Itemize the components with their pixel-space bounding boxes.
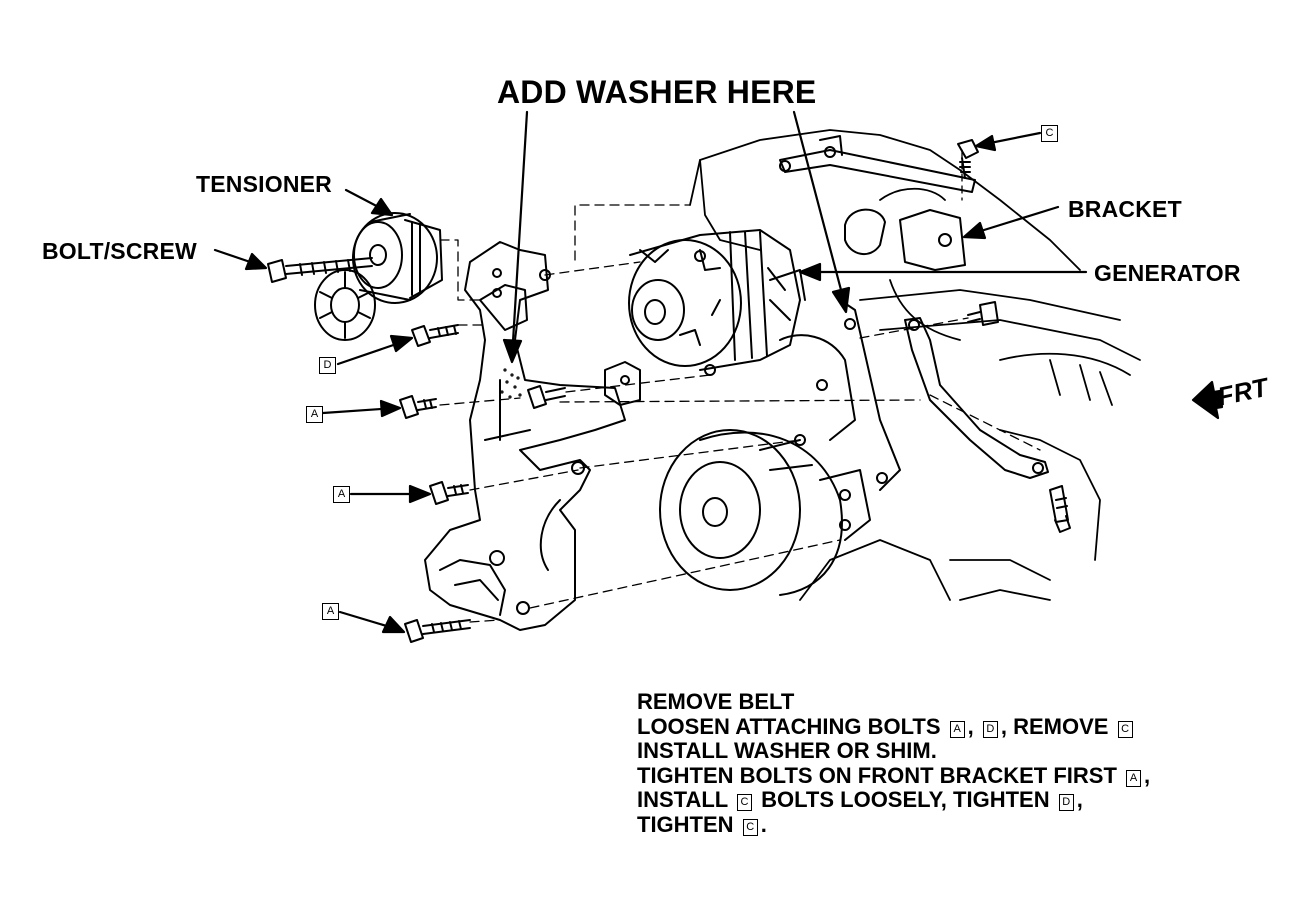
leader-arrows [213, 110, 1224, 634]
instruction-steps: REMOVE BELT LOOSEN ATTACHING BOLTS A, D,… [637, 689, 1151, 838]
adjuster-rod [904, 301, 1071, 533]
instruction-line-2: LOOSEN ATTACHING BOLTS A, D, REMOVE C [637, 713, 1150, 740]
bolt-key-a-inline: A [949, 720, 965, 738]
bolt-key-a-middle: A [333, 486, 350, 503]
front-mounting-bracket [424, 241, 641, 631]
bolt-a-middle [429, 481, 469, 505]
bolt-key-d: D [319, 357, 336, 374]
instruction-text: BOLTS LOOSELY, TIGHTEN [761, 787, 1050, 812]
bolt-key-a-lower: A [322, 603, 339, 620]
instruction-line-6: TIGHTEN C. [637, 811, 1150, 838]
instruction-text: LOOSEN ATTACHING BOLTS [637, 713, 941, 739]
add-washer-callout: ADD WASHER HERE [497, 74, 817, 110]
instruction-text: REMOVE BELT [637, 689, 795, 714]
instruction-text: , [1076, 787, 1083, 812]
bolt-d [411, 324, 459, 347]
instruction-text: TIGHTEN BOLTS ON FRONT BRACKET FIRST [637, 762, 1117, 788]
bolt-bracket [527, 385, 566, 409]
bolt-screw-label: BOLT/SCREW [42, 238, 197, 264]
bolt-key-c-inline: C [742, 818, 758, 836]
bracket-label: BRACKET [1068, 196, 1182, 222]
instruction-text: , [1144, 762, 1151, 788]
bracket-block [844, 208, 966, 271]
instruction-line-5: INSTALL C BOLTS LOOSELY, TIGHTEN D, [637, 787, 1150, 813]
bolt-key-a-inline: A [1126, 769, 1142, 787]
bolt-key-c: C [1041, 125, 1058, 142]
instruction-text: , [967, 713, 974, 739]
instruction-text: INSTALL WASHER OR SHIM. [637, 738, 937, 763]
instruction-text: INSTALL [637, 787, 728, 812]
bolt-key-d-inline: D [1058, 794, 1074, 811]
engine-block [689, 129, 1141, 601]
instruction-text: TIGHTEN [637, 811, 734, 837]
crank-pulley [659, 299, 901, 596]
instruction-line-3: INSTALL WASHER OR SHIM. [637, 738, 1150, 764]
bolt-key-d-inline: D [982, 720, 998, 738]
instruction-line-1: REMOVE BELT [637, 689, 1150, 715]
instruction-text: , REMOVE [1000, 713, 1109, 739]
tensioner-assembly [267, 212, 443, 341]
bolt-a-upper [399, 395, 437, 419]
bolt-key-c-inline: C [736, 794, 752, 811]
generator [628, 229, 806, 376]
alignment-lines [439, 204, 1041, 623]
bolt-key-a-upper: A [306, 406, 323, 423]
upper-strap-bracket [779, 135, 979, 201]
tensioner-label: TENSIONER [196, 171, 332, 197]
instruction-text: . [760, 811, 767, 837]
bolt-a-lower [404, 619, 471, 643]
bolt-key-c-inline: C [1117, 720, 1133, 738]
instruction-line-4: TIGHTEN BOLTS ON FRONT BRACKET FIRST A, [637, 762, 1151, 789]
generator-label: GENERATOR [1094, 260, 1241, 286]
